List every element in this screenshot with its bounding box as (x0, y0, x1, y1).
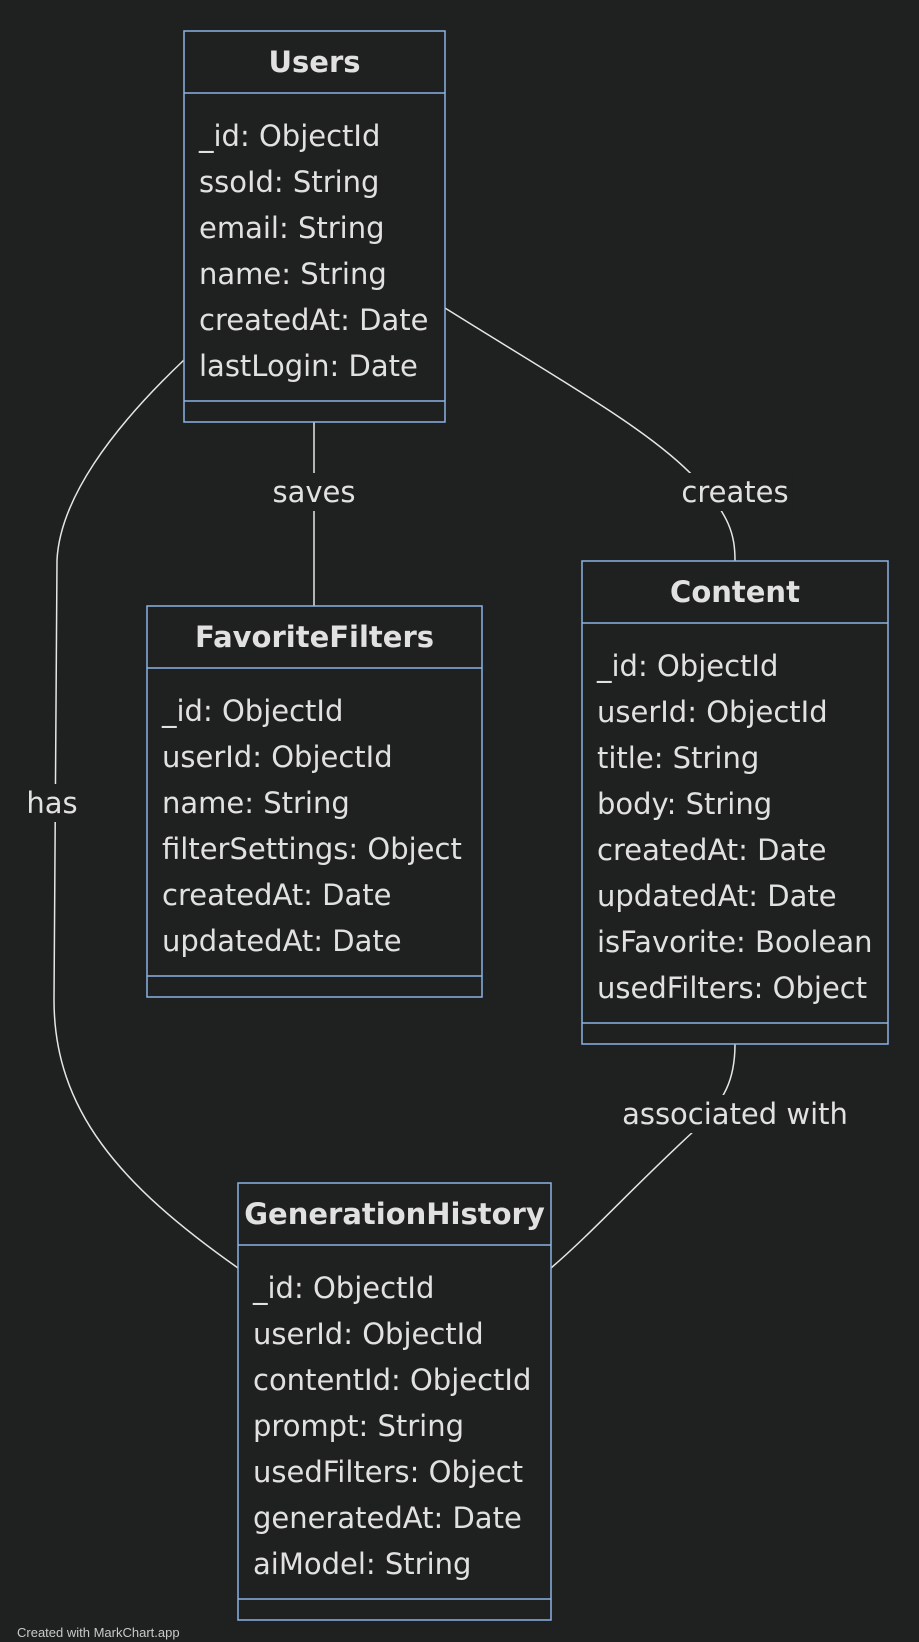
class-attribute: usedFilters: Object (253, 1455, 523, 1489)
class-generationhistory[interactable]: GenerationHistory _id: ObjectId userId: Ob… (237, 1182, 552, 1621)
relation-line-associated (550, 1043, 736, 1269)
relation-label-has: has (22, 784, 82, 822)
class-attribute: updatedAt: Date (162, 924, 402, 958)
class-attribute: name: String (199, 257, 387, 291)
class-box (581, 560, 889, 1045)
relation-label-creates: creates (677, 473, 793, 511)
class-box (237, 1182, 552, 1621)
class-attribute: updatedAt: Date (597, 879, 837, 913)
relation-label: creates (681, 475, 788, 509)
class-attribute: createdAt: Date (597, 833, 826, 867)
relation-label-associated: associated with (618, 1095, 852, 1133)
relation-line-creates (444, 307, 736, 562)
relation-label: has (26, 786, 77, 820)
class-attribute: prompt: String (253, 1409, 464, 1443)
class-attribute: _id: ObjectId (161, 694, 343, 728)
class-attribute: _id: ObjectId (198, 119, 380, 153)
class-attribute: name: String (162, 786, 350, 820)
class-favoritefilters[interactable]: FavoriteFilters _id: ObjectId userId: Obje… (146, 605, 483, 998)
class-users[interactable]: Users _id: ObjectId ssoId: String email: St… (183, 30, 446, 423)
relation-label-background (618, 1095, 852, 1133)
class-attribute: ssoId: String (199, 165, 379, 199)
relation-label-background (677, 473, 793, 511)
class-attribute: _id: ObjectId (596, 649, 778, 683)
relation-label-saves: saves (268, 473, 360, 511)
class-attribute: body: String (597, 787, 772, 821)
relation-line-has (53, 359, 239, 1269)
class-title: FavoriteFilters (195, 620, 434, 654)
class-attribute: contentId: ObjectId (253, 1363, 531, 1397)
relation-label: associated with (622, 1097, 848, 1131)
class-attribute: isFavorite: Boolean (597, 925, 872, 959)
class-box (146, 605, 483, 998)
class-title: GenerationHistory (244, 1197, 545, 1231)
class-attribute: usedFilters: Object (597, 971, 867, 1005)
class-content[interactable]: Content _id: ObjectId userId: ObjectId titl… (581, 560, 889, 1045)
relation-label-background (22, 784, 82, 822)
class-attribute: userId: ObjectId (162, 740, 393, 774)
watermark: Created with MarkChart.app (17, 1625, 180, 1640)
class-attribute: createdAt: Date (199, 303, 428, 337)
class-title: Users (268, 45, 360, 79)
class-attribute: _id: ObjectId (252, 1271, 434, 1305)
relations (53, 307, 736, 1269)
relation-label-background (268, 473, 360, 511)
class-attribute: createdAt: Date (162, 878, 391, 912)
class-attribute: aiModel: String (253, 1547, 471, 1581)
class-attribute: filterSettings: Object (162, 832, 462, 866)
class-attribute: email: String (199, 211, 385, 245)
class-attribute: lastLogin: Date (199, 349, 418, 383)
class-attribute: userId: ObjectId (597, 695, 828, 729)
class-attribute: title: String (597, 741, 759, 775)
relation-label: saves (273, 475, 356, 509)
class-attribute: userId: ObjectId (253, 1317, 484, 1351)
class-box (183, 30, 446, 423)
class-attribute: generatedAt: Date (253, 1501, 522, 1535)
class-title: Content (670, 575, 800, 609)
